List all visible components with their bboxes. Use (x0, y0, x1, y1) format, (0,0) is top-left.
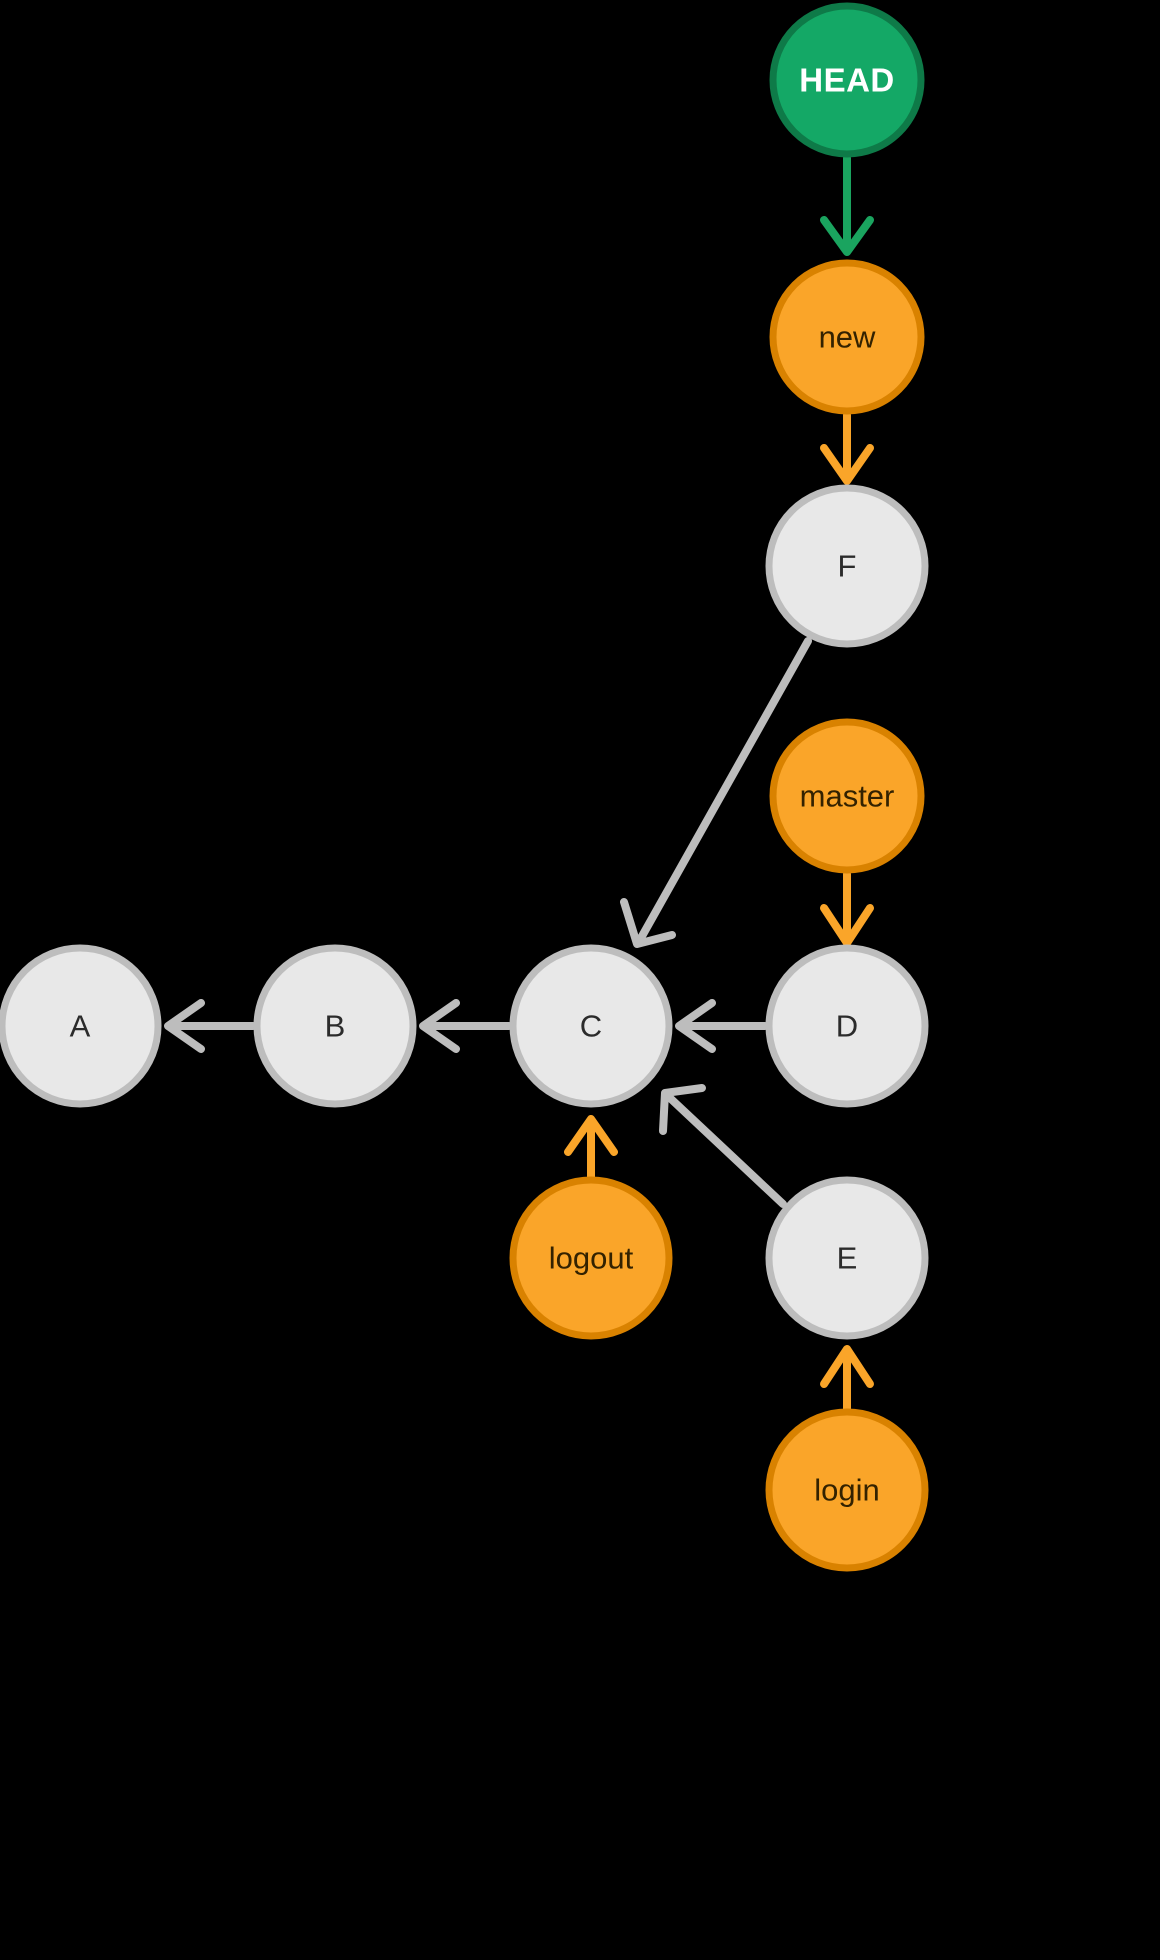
f-node-circle[interactable] (765, 484, 929, 648)
edge-logout-to-c (564, 1115, 618, 1184)
node-branch-new[interactable]: new (769, 259, 925, 415)
node-commit-c[interactable]: C (509, 944, 673, 1108)
node-commit-a[interactable]: A (0, 944, 162, 1108)
edge-b-to-a (164, 999, 257, 1053)
b-node-label: B (325, 1009, 346, 1044)
e-node-label: E (837, 1241, 858, 1276)
edge-login-to-e (820, 1345, 874, 1416)
node-commit-f[interactable]: F (765, 484, 929, 648)
d-node-circle[interactable] (765, 944, 929, 1108)
node-commit-d[interactable]: D (765, 944, 929, 1108)
edge-new-to-f (820, 411, 874, 485)
edge-c-to-b (419, 999, 513, 1053)
head-node-circle[interactable] (769, 2, 925, 158)
node-branch-master[interactable]: master (769, 718, 925, 874)
new-node-circle[interactable] (769, 259, 925, 415)
e-node-circle[interactable] (765, 1176, 929, 1340)
node-commit-e[interactable]: E (765, 1176, 929, 1340)
logout-node-label: logout (549, 1241, 634, 1276)
node-head[interactable]: HEAD (769, 2, 925, 158)
c-node-circle[interactable] (509, 944, 673, 1108)
node-branch-logout[interactable]: logout (509, 1176, 673, 1340)
edge-head-to-new (820, 154, 874, 256)
master-node-circle[interactable] (769, 718, 925, 874)
edge-e-to-c (659, 1084, 787, 1208)
a-node-circle[interactable] (0, 944, 162, 1108)
c-node-label: C (580, 1009, 602, 1044)
b-node-circle[interactable] (253, 944, 417, 1108)
logout-node-circle[interactable] (509, 1176, 673, 1340)
node-commit-b[interactable]: B (253, 944, 417, 1108)
f-node-label: F (838, 549, 857, 584)
new-node-label: new (819, 320, 876, 355)
d-node-label: D (836, 1009, 858, 1044)
a-node-label: A (70, 1009, 91, 1044)
node-branch-login[interactable]: login (765, 1408, 929, 1572)
head-node-label: HEAD (799, 62, 895, 99)
master-node-label: master (800, 779, 895, 814)
edge-f-to-c (620, 637, 812, 948)
login-node-label: login (814, 1473, 880, 1508)
edge-master-to-d (820, 870, 874, 947)
login-node-circle[interactable] (765, 1408, 929, 1572)
edge-d-to-c (675, 999, 769, 1053)
